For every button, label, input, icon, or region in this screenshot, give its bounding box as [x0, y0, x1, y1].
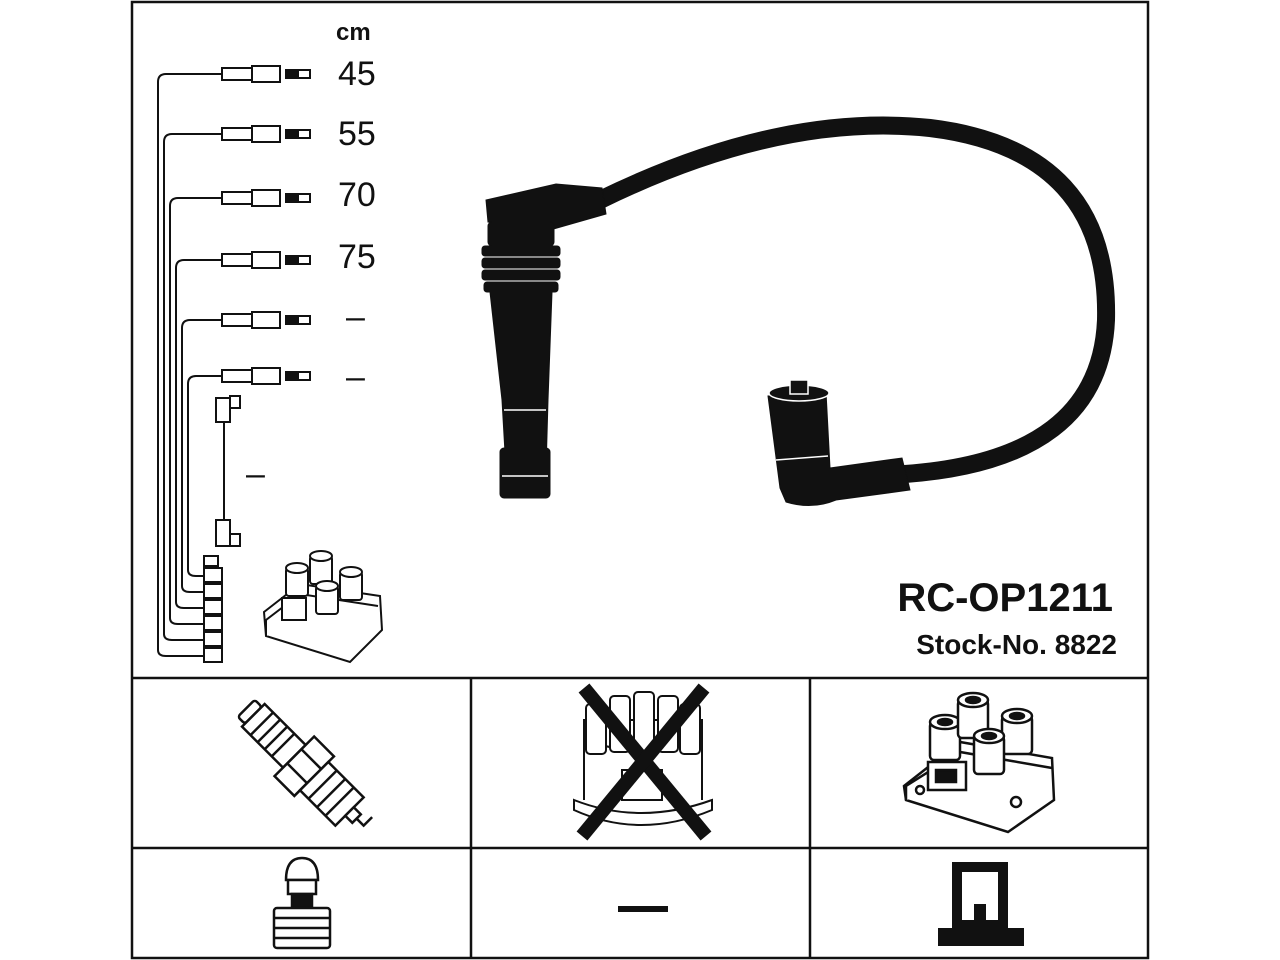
cable-row-4: [175, 251, 311, 609]
coil-output-terminals: [203, 555, 223, 663]
cable-row-5: [181, 311, 311, 593]
part-number: RC-OP1211: [897, 576, 1113, 620]
length-label-6: –: [346, 358, 365, 396]
extra-cable-length: –: [246, 455, 265, 493]
length-labels: 45 55 70 75 – – –: [246, 55, 376, 493]
stock-number: Stock-No. 8822: [916, 629, 1117, 660]
cable-row-1: [157, 65, 311, 657]
cable-row-2: [163, 125, 311, 641]
length-label-1: 45: [338, 55, 376, 93]
ignition-cable-illustration: [481, 116, 1116, 506]
frame: [130, 0, 1150, 960]
spark-plug-icon: [237, 699, 374, 828]
cable-list: [157, 65, 311, 663]
spark-plug-boot: [481, 183, 607, 499]
coil-terminal-icon: [938, 862, 1024, 946]
ignition-coil-icon: [902, 691, 1056, 834]
small-coil-icon: [262, 550, 384, 664]
small-coil-towers: [285, 550, 363, 615]
dash-icon: [618, 906, 668, 912]
distributor-cap-crossed-icon: [573, 683, 713, 841]
length-label-2: 55: [338, 115, 376, 153]
coil-boot: [767, 379, 911, 506]
plug-terminal-icon: [272, 856, 332, 950]
extra-cable: [215, 395, 241, 547]
length-label-3: 70: [338, 176, 376, 214]
length-label-5: –: [346, 298, 365, 336]
length-label-4: 75: [338, 238, 376, 276]
unit-label: cm: [336, 19, 371, 46]
cable-row-3: [169, 189, 311, 625]
cable-row-6: [187, 367, 311, 577]
